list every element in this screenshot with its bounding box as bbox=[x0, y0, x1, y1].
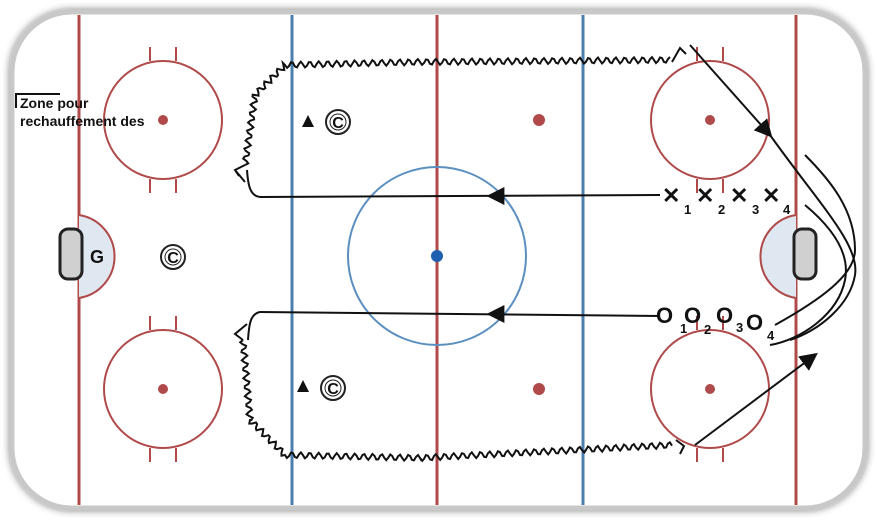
faceoff-circle-left-bottom bbox=[103, 316, 223, 462]
player-o-3-number: 3 bbox=[736, 320, 743, 335]
coach-goal-letter: C bbox=[167, 250, 179, 267]
path-x-line bbox=[259, 194, 661, 198]
coach-top: C bbox=[325, 109, 351, 135]
player-o-1-mark: O bbox=[656, 303, 673, 328]
player-x-1-number: 1 bbox=[684, 202, 691, 217]
player-o-3-mark: O bbox=[716, 303, 733, 328]
player-x-4-mark: ✕ bbox=[762, 183, 780, 208]
title-line-1: Zone pour bbox=[20, 95, 89, 111]
path-top-wavy bbox=[241, 55, 671, 166]
title-line-2: rechauffement des bbox=[20, 113, 145, 129]
player-x-3-number: 3 bbox=[752, 202, 759, 217]
player-x-2-number: 2 bbox=[718, 202, 725, 217]
player-o-2-mark: O bbox=[684, 303, 701, 328]
coach-goal: C bbox=[160, 244, 186, 270]
pylon-top bbox=[302, 115, 314, 127]
player-x-1-mark: ✕ bbox=[662, 183, 680, 208]
player-o-4-mark: O bbox=[746, 310, 763, 335]
player-x-4-number: 4 bbox=[783, 202, 791, 217]
left-net bbox=[58, 227, 84, 281]
goalie-label: G bbox=[90, 247, 104, 267]
player-o-2-number: 2 bbox=[704, 322, 711, 337]
path-x-end-curve bbox=[246, 169, 261, 198]
coach-bottom: C bbox=[320, 375, 346, 401]
path-bottom-wavy bbox=[238, 339, 673, 463]
right-net bbox=[792, 227, 818, 281]
path-right-x-curve bbox=[769, 204, 847, 346]
neutral-dot-top bbox=[533, 114, 545, 126]
stop-mark-top-right bbox=[671, 46, 687, 63]
player-x-2-mark: ✕ bbox=[696, 183, 714, 208]
center-circle bbox=[347, 166, 527, 346]
center-faceoff-dot bbox=[431, 250, 443, 262]
path-o-end-curve bbox=[247, 311, 261, 341]
player-o-4-number: 4 bbox=[767, 328, 775, 343]
path-right-top-entry bbox=[689, 44, 773, 138]
faceoff-circle-left-top bbox=[103, 47, 223, 193]
path-right-bottom-exit bbox=[694, 352, 818, 446]
neutral-dot-bottom bbox=[533, 383, 545, 395]
coach-bottom-letter: C bbox=[327, 381, 339, 398]
stop-mark-bottom-left bbox=[233, 323, 248, 341]
pylon-bottom bbox=[297, 380, 309, 392]
coach-top-letter: C bbox=[332, 115, 344, 132]
path-right-top-continue bbox=[769, 134, 857, 341]
right-crease bbox=[759, 214, 797, 299]
left-crease bbox=[78, 214, 116, 299]
player-x-3-mark: ✕ bbox=[730, 183, 748, 208]
path-right-o-curve bbox=[774, 154, 857, 326]
players-o-group: O 1 O 2 O 3 O 4 bbox=[656, 303, 775, 343]
title-bracket bbox=[15, 93, 60, 108]
path-o-line bbox=[259, 311, 661, 317]
stop-mark-top-left bbox=[233, 164, 246, 183]
player-o-1-number: 1 bbox=[680, 321, 687, 336]
stop-mark-bottom-right bbox=[675, 439, 686, 455]
players-x-group: ✕ 1 ✕ 2 ✕ 3 ✕ 4 bbox=[662, 183, 791, 217]
